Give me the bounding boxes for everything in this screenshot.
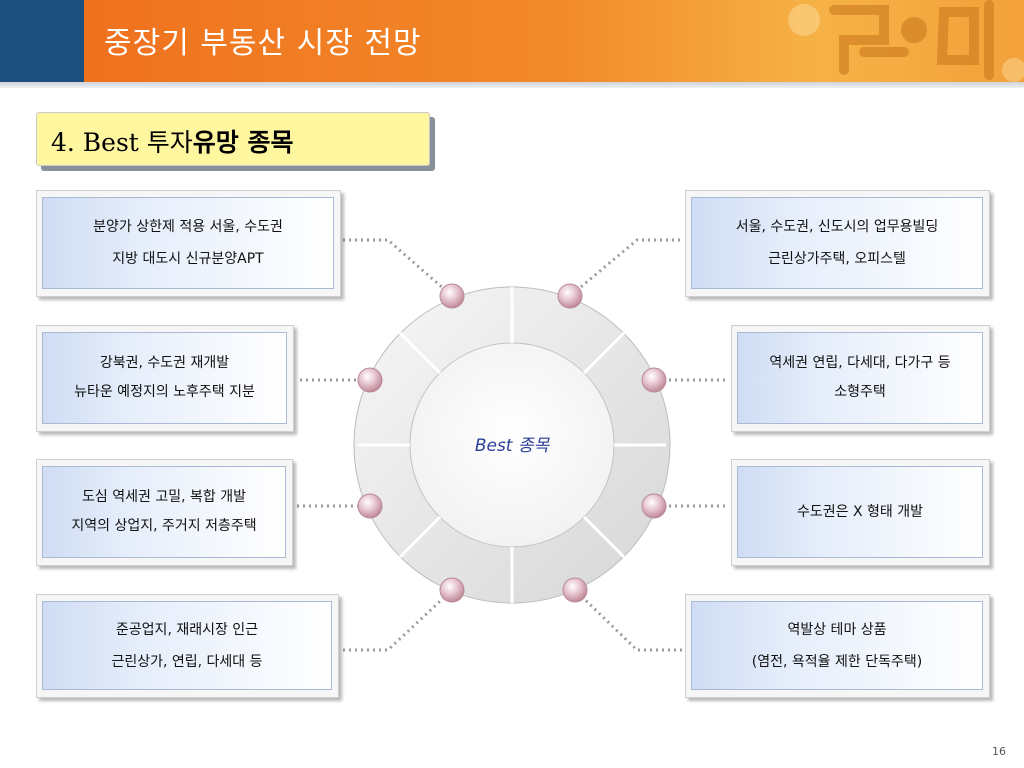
card-right-1-line-1: 서울, 수도권, 신도시의 업무용빌딩: [735, 219, 939, 235]
connector-right-1: [569, 238, 680, 298]
connector-left-4: [343, 588, 454, 652]
card-left-3-line-2: 지역의 상업지, 주거지 저층주택: [71, 518, 257, 534]
section-title: 4. Best 투자유망 종목: [51, 123, 294, 159]
page-number: 16: [992, 745, 1006, 758]
card-left-4: 준공업지, 재래시장 인근 근린상가, 연립, 다세대 등: [36, 594, 339, 698]
card-left-3: 도심 역세권 고밀, 복합 개발 지역의 상업지, 주거지 저층주택: [36, 459, 293, 566]
card-right-4: 역발상 테마 상품 (염전, 욕적율 제한 단독주택): [685, 594, 990, 698]
dot-right-2: [641, 367, 667, 393]
card-right-3-line-1: 수도권은 X 형태 개발: [797, 504, 923, 520]
card-left-1: 분양가 상한제 적용 서울, 수도권 지방 대도시 신규분양APT: [36, 190, 341, 297]
dot-left-3: [357, 493, 383, 519]
card-left-1-line-2: 지방 대도시 신규분양APT: [112, 251, 264, 267]
card-right-2-line-2: 소형주택: [834, 384, 886, 400]
card-right-1-line-2: 근린상가주택, 오피스텔: [768, 251, 906, 267]
card-left-2: 강북권, 수도권 재개발 뉴타운 예정지의 노후주택 지분: [36, 325, 294, 432]
center-label: Best 종목: [474, 436, 550, 456]
dot-left-4: [439, 577, 465, 603]
connector-left-1: [343, 238, 453, 298]
card-left-4-line-2: 근린상가, 연립, 다세대 등: [111, 653, 263, 670]
card-right-3: 수도권은 X 형태 개발: [731, 459, 990, 566]
card-right-1: 서울, 수도권, 신도시의 업무용빌딩 근린상가주택, 오피스텔: [685, 190, 990, 297]
dot-right-1: [557, 283, 583, 309]
slide-header: 중장기 부동산 시장 전망: [0, 0, 1024, 82]
card-left-1-line-1: 분양가 상한제 적용 서울, 수도권: [93, 219, 283, 235]
dot-left-2: [357, 367, 383, 393]
header-divider: [0, 82, 1024, 88]
dot-right-4: [562, 577, 588, 603]
header-accent-block: [0, 0, 84, 82]
card-left-2-line-2: 뉴타운 예정지의 노후주택 지분: [74, 384, 255, 400]
slide-title: 중장기 부동산 시장 전망: [104, 26, 422, 61]
connector-right-4: [573, 588, 682, 652]
card-right-2-line-1: 역세권 연립, 다세대, 다가구 등: [769, 355, 951, 371]
dot-right-3: [641, 493, 667, 519]
ring-shape: [353, 286, 671, 604]
section-title-number: 4. Best 투자: [51, 128, 193, 157]
card-left-3-line-1: 도심 역세권 고밀, 복합 개발: [82, 489, 246, 505]
decorative-shapes-icon: [788, 0, 1024, 82]
card-left-2-line-1: 강북권, 수도권 재개발: [99, 355, 230, 371]
section-title-emphasis: 유망 종목: [192, 128, 294, 157]
connector-dots: [357, 283, 667, 603]
card-right-2: 역세권 연립, 다세대, 다가구 등 소형주택: [731, 325, 990, 432]
card-right-4-line-1: 역발상 테마 상품: [787, 621, 887, 638]
dot-left-1: [439, 283, 465, 309]
card-left-4-line-1: 준공업지, 재래시장 인근: [115, 621, 259, 638]
section-title-box: 4. Best 투자유망 종목: [36, 112, 430, 166]
card-right-4-line-2: (염전, 욕적율 제한 단독주택): [751, 653, 923, 670]
